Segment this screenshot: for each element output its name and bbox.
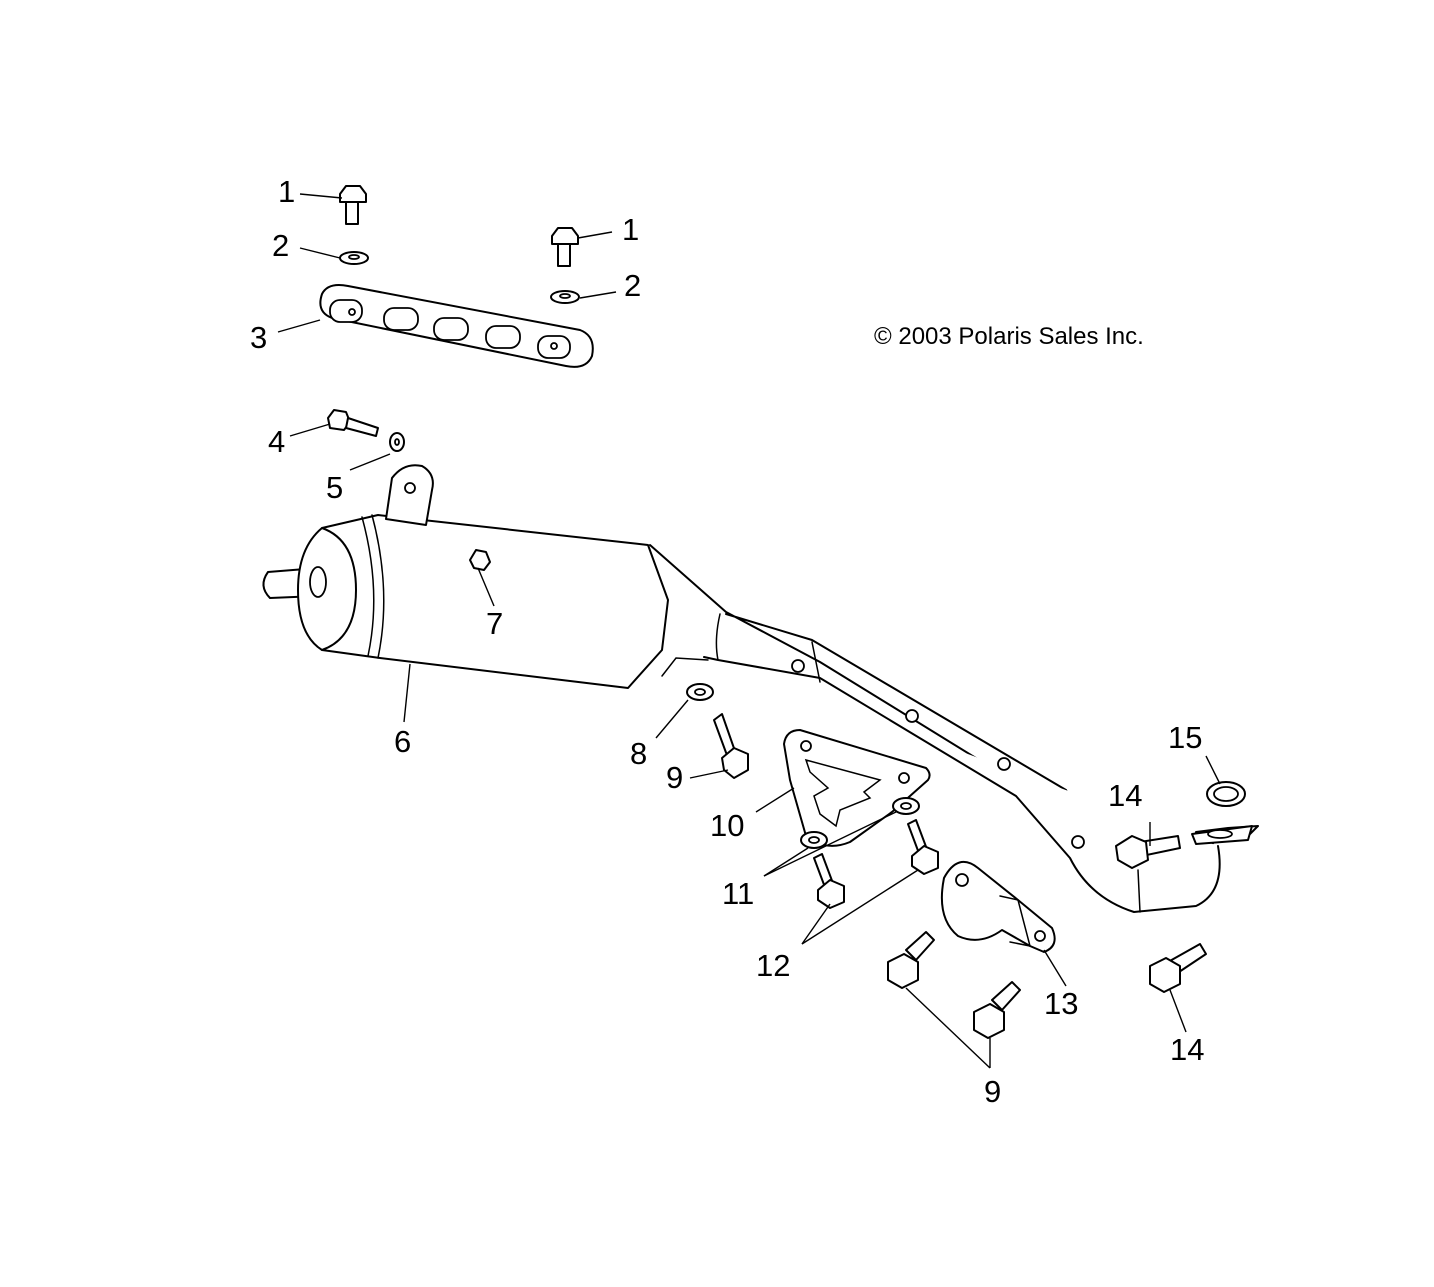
callout-8: 8: [630, 736, 647, 771]
callout-13: 13: [1044, 986, 1078, 1021]
callout-15: 15: [1168, 720, 1202, 755]
callout-3: 3: [250, 320, 267, 355]
bolt-12b: [907, 819, 939, 875]
callout-11: 11: [722, 876, 754, 911]
shield-bracket-10: [783, 729, 931, 847]
bolt-14b: [1149, 943, 1207, 993]
bolt-12a: [813, 853, 845, 909]
callout-14a: 14: [1108, 778, 1142, 813]
callout-1b: 1: [622, 212, 639, 247]
washer-2b: [550, 290, 580, 304]
gasket-11b: [892, 797, 920, 815]
callout-2a: 2: [272, 228, 289, 263]
clamp-bracket-13: [940, 860, 1056, 953]
shield-plate: [319, 284, 594, 368]
callout-2b: 2: [624, 268, 641, 303]
bolt-9c: [973, 981, 1021, 1039]
washer-2a: [339, 251, 369, 265]
muffler: [262, 464, 1259, 913]
callout-6: 6: [394, 724, 411, 759]
bolt-4: [327, 409, 379, 437]
callouts: 1 1 2 2 3 4 5 6 7 8 9 9 10 11 12 13 14 1…: [250, 174, 1204, 1109]
callout-9b: 9: [984, 1074, 1001, 1109]
callout-1a: 1: [278, 174, 295, 209]
gasket-11a: [800, 831, 828, 849]
gasket-8: [686, 683, 714, 701]
callout-9a: 9: [666, 760, 683, 795]
callout-4: 4: [268, 424, 285, 459]
callout-12: 12: [756, 948, 790, 983]
callout-10: 10: [710, 808, 744, 843]
bolt-9b: [887, 931, 935, 989]
callout-7: 7: [486, 606, 503, 641]
copyright-notice: © 2003 Polaris Sales Inc.: [874, 323, 1144, 350]
callout-14b: 14: [1170, 1032, 1204, 1067]
leader-lines: [277, 193, 1221, 1069]
bolt-1a: [339, 185, 367, 225]
bolt-9a: [713, 713, 749, 779]
ring-gasket-15: [1206, 781, 1246, 807]
callout-5: 5: [326, 470, 343, 505]
washer-5: [389, 432, 405, 452]
bolt-1b: [551, 227, 579, 267]
bolt-14a: [1115, 835, 1181, 869]
